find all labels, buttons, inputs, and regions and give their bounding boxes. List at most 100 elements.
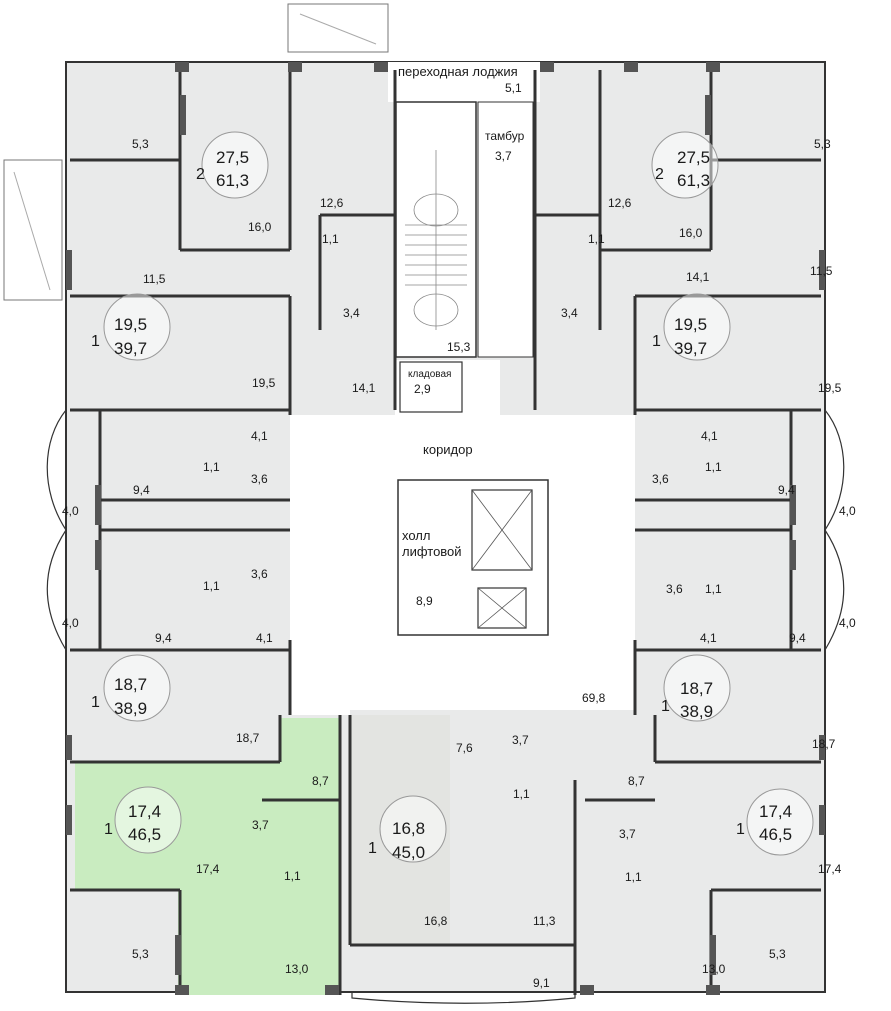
- room-area: 4,0: [839, 616, 856, 630]
- room-area: 11,3: [533, 914, 556, 928]
- balcony-left-upper: [46, 408, 67, 533]
- room-area: 16,8: [424, 914, 448, 928]
- room-area: 9,1: [533, 976, 550, 990]
- room-area: 14,1: [352, 381, 376, 395]
- room-area: 18,7: [236, 731, 260, 745]
- room-area: 1,1: [322, 232, 339, 246]
- loggia-left: [3, 159, 63, 301]
- room-area: 3,4: [561, 306, 578, 320]
- storage-area: 2,9: [414, 382, 431, 396]
- room-area: 1,1: [203, 460, 220, 474]
- tambour: [477, 101, 534, 358]
- room-area: 12,6: [320, 196, 344, 210]
- apt-total: 45,0: [392, 843, 425, 862]
- apt-rooms: 1: [91, 333, 100, 350]
- room-area: 8,7: [312, 774, 329, 788]
- apt-total: 46,5: [759, 825, 792, 844]
- apt-rooms: 1: [368, 840, 377, 857]
- storage-room: [399, 361, 463, 413]
- room-area: 4,0: [839, 504, 856, 518]
- room-area: 4,1: [256, 631, 273, 645]
- room-area: 1,1: [513, 787, 530, 801]
- room-area: 3,4: [343, 306, 360, 320]
- apt-living: 17,4: [759, 802, 792, 821]
- room-area: 9,4: [155, 631, 172, 645]
- room-area: 18,7: [812, 737, 836, 751]
- room-area: 3,6: [666, 582, 683, 596]
- room-area: 5,3: [132, 137, 149, 151]
- room-area: 3,7: [512, 733, 529, 747]
- wall-piers: [66, 62, 825, 995]
- top-loggias: [3, 3, 389, 301]
- room-area: 4,0: [62, 504, 79, 518]
- apt-living: 27,5: [216, 148, 249, 167]
- balcony-right-upper: [824, 408, 845, 533]
- balcony-left-lower: [46, 527, 67, 653]
- apt-living: 18,7: [114, 675, 147, 694]
- room-area: 1,1: [705, 460, 722, 474]
- room-area: 19,5: [818, 381, 842, 395]
- room-area: 5,3: [814, 137, 831, 151]
- room-area: 16,0: [248, 220, 272, 234]
- room-area: 4,1: [701, 429, 718, 443]
- room-area: 7,6: [456, 741, 473, 755]
- apt-rooms: 1: [104, 821, 113, 838]
- room-area: 1,1: [625, 870, 642, 884]
- stair-steps: [405, 150, 467, 330]
- room-area: 1,1: [705, 582, 722, 596]
- room-area: 4,1: [251, 429, 268, 443]
- loggia-label: переходная лоджия: [398, 64, 518, 79]
- apt-living: 19,5: [114, 315, 147, 334]
- room-area: 4,1: [700, 631, 717, 645]
- room-area: 1,1: [588, 232, 605, 246]
- balcony-right-lower: [824, 527, 845, 653]
- room-area: 3,6: [251, 567, 268, 581]
- lift-hall-label-2: лифтовой: [402, 544, 462, 559]
- apartment-labels: 2 27,5 61,3 2 27,5 61,3 1 19,5 39,7 1 19…: [91, 148, 792, 862]
- common-labels: переходная лоджия 5,1 тамбур 3,7 15,3 кл…: [398, 64, 606, 705]
- room-area: 19,5: [252, 376, 276, 390]
- apartment-circles: [103, 131, 814, 863]
- lift-hall-label-1: холл: [402, 528, 430, 543]
- apt-rooms: 1: [652, 333, 661, 350]
- apt-total: 46,5: [128, 825, 161, 844]
- room-area: 9,4: [778, 483, 795, 497]
- room-area-labels: 5,3 16,0 12,6 1,1 3,4 11,5 14,1 19,5 5,3…: [62, 137, 856, 990]
- apt-total: 39,7: [674, 339, 707, 358]
- room-area: 12,6: [608, 196, 632, 210]
- apt-living: 17,4: [128, 802, 161, 821]
- apt-total: 39,7: [114, 339, 147, 358]
- room-area: 11,5: [810, 264, 833, 278]
- room-area: 3,7: [252, 818, 269, 832]
- apt-total: 38,9: [680, 702, 713, 721]
- loggia-top: [287, 3, 389, 53]
- apt-total: 61,3: [216, 171, 249, 190]
- lift-hall: [397, 479, 549, 636]
- storage-label: кладовая: [408, 369, 451, 380]
- apt-rooms: 1: [736, 821, 745, 838]
- transition-loggia: [388, 62, 540, 102]
- apt-living: 16,8: [392, 819, 425, 838]
- apt-living: 18,7: [680, 679, 713, 698]
- room-area: 9,4: [789, 631, 806, 645]
- room-area: 5,3: [769, 947, 786, 961]
- room-area: 8,7: [628, 774, 645, 788]
- room-area: 3,6: [251, 472, 268, 486]
- apt-living: 19,5: [674, 315, 707, 334]
- apt-total: 61,3: [677, 171, 710, 190]
- corridor-area-label: 69,8: [582, 691, 606, 705]
- apt-total: 38,9: [114, 699, 147, 718]
- room-area: 17,4: [196, 862, 220, 876]
- lift-hall-area: 8,9: [416, 594, 433, 608]
- room-area: 1,1: [284, 869, 301, 883]
- tambour-area: 3,7: [495, 149, 512, 163]
- room-area: 5,3: [132, 947, 149, 961]
- apt-rooms: 2: [196, 166, 205, 183]
- room-area: 3,7: [619, 827, 636, 841]
- tambour-label: тамбур: [485, 129, 525, 143]
- room-area: 16,0: [679, 226, 703, 240]
- room-area: 17,4: [818, 862, 842, 876]
- apt-rooms: 2: [655, 166, 664, 183]
- room-area: 9,4: [133, 483, 150, 497]
